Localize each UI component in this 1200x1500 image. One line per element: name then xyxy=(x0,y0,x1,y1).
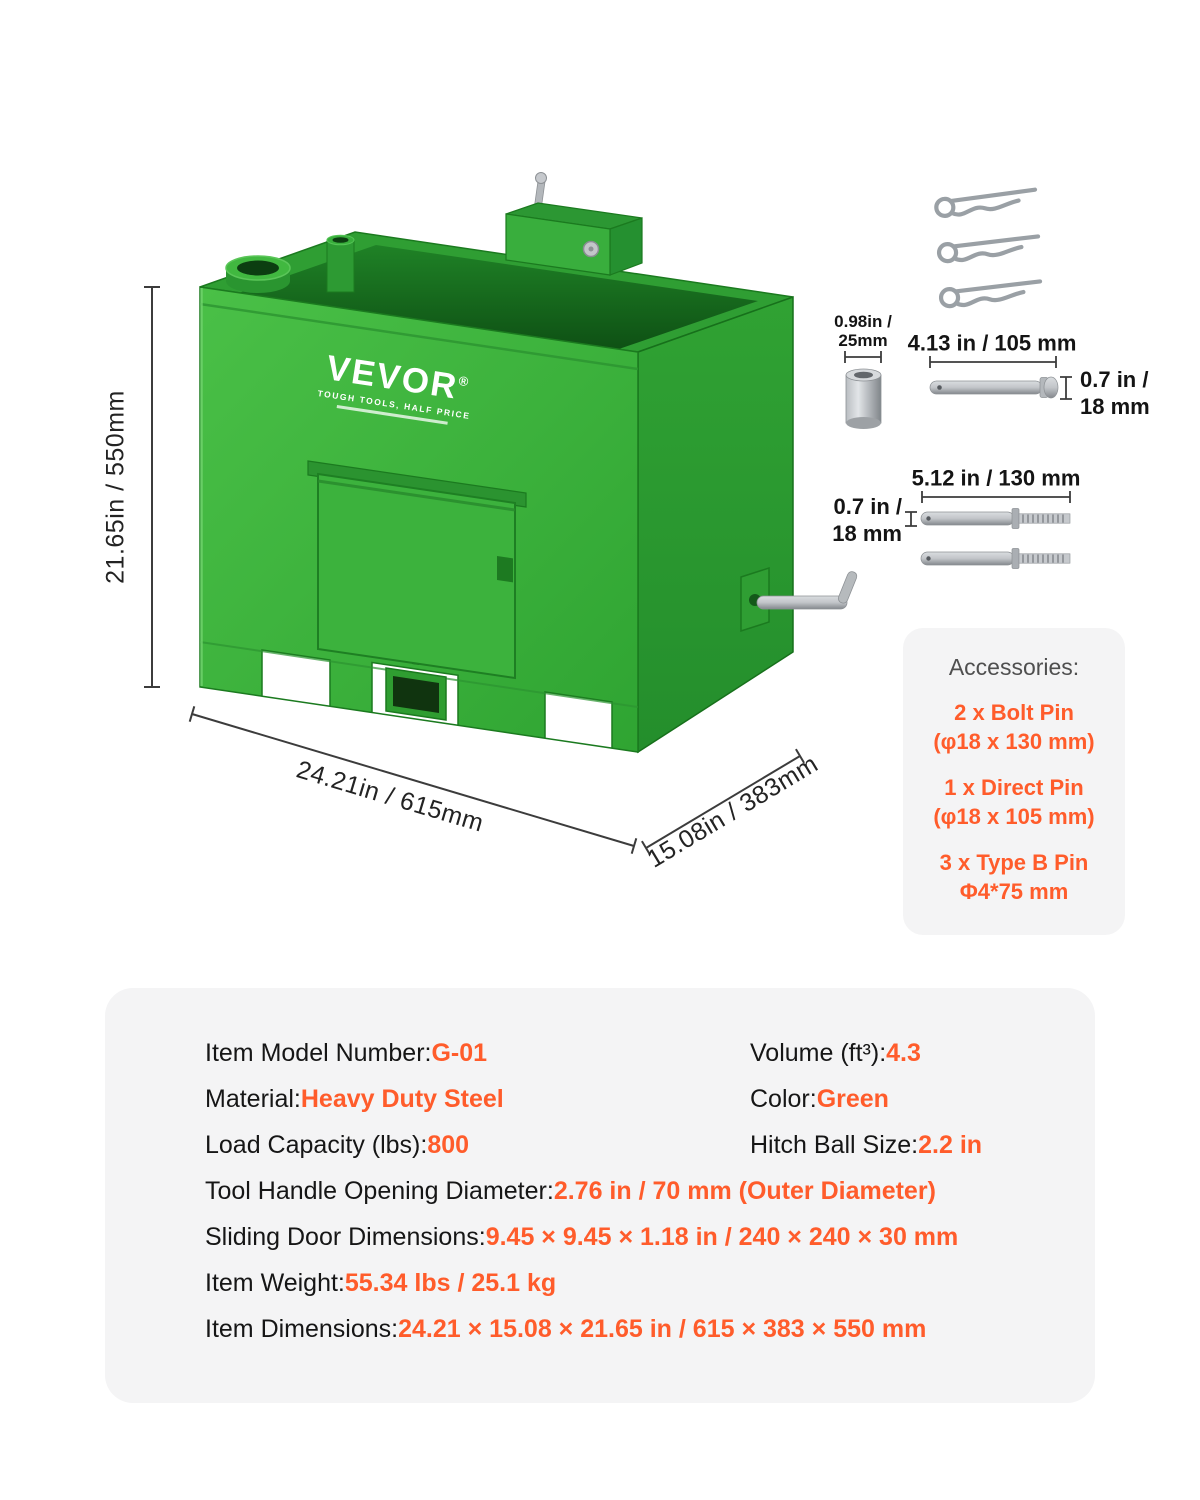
accessory-item: 2 x Bolt Pin (φ18 x 130 mm) xyxy=(903,698,1125,756)
spec-value: Heavy Duty Steel xyxy=(300,1084,504,1113)
ballast-box-illustration xyxy=(199,172,858,754)
spec-label: Item Dimensions: xyxy=(205,1314,399,1343)
spec-value: 55.34 lbs / 25.1 kg xyxy=(344,1268,557,1297)
spec-row: Hitch Ball Size: 2.2 in xyxy=(750,1122,1055,1168)
registered-mark: ® xyxy=(457,373,472,390)
sleeve-bushing-illustration xyxy=(845,368,882,429)
box-side-face xyxy=(637,295,794,754)
box-cavity xyxy=(230,245,758,350)
width-dimension-label: 24.21in / 615mm xyxy=(293,755,487,838)
depth-dimension-label: 15.08in / 383mm xyxy=(642,749,823,874)
spec-label: Color: xyxy=(750,1084,817,1113)
spec-row: Item Dimensions: 24.21 × 15.08 × 21.65 i… xyxy=(205,1306,1055,1352)
accessory-item: 1 x Direct Pin (φ18 x 105 mm) xyxy=(903,773,1125,831)
top-link-bracket xyxy=(505,172,643,276)
spec-label: Material: xyxy=(205,1084,301,1113)
box-top-rim xyxy=(199,231,794,353)
height-dimension-label: 21.65in / 550mm xyxy=(101,390,130,584)
spec-value: G-01 xyxy=(431,1038,488,1067)
direct-pin-diameter-label: 0.7 in / 18 mm xyxy=(1080,367,1150,419)
accessory-name: 1 x Direct Pin xyxy=(944,775,1084,800)
type-b-pin-icon xyxy=(941,281,1041,306)
hitch-receiver xyxy=(385,648,447,721)
spec-value: 24.21 × 15.08 × 21.65 in / 615 × 383 × 5… xyxy=(398,1314,927,1343)
type-b-pin-icon xyxy=(936,190,1036,217)
height-dimension-line xyxy=(144,286,160,688)
accessories-card: Accessories: 2 x Bolt Pin (φ18 x 130 mm)… xyxy=(903,628,1125,935)
vevor-logo: VEVOR® TOUGH TOOLS, HALF PRICE xyxy=(316,343,478,428)
spec-value: 800 xyxy=(427,1130,470,1159)
accessory-name: 2 x Bolt Pin xyxy=(954,700,1074,725)
spec-label: Tool Handle Opening Diameter: xyxy=(205,1176,554,1205)
accessory-item: 3 x Type B Pin Φ4*75 mm xyxy=(903,848,1125,906)
spec-value: 4.3 xyxy=(886,1038,921,1067)
accessories-title: Accessories: xyxy=(948,654,1080,680)
spec-value: 2.76 in / 70 mm (Outer Diameter) xyxy=(553,1176,936,1205)
spec-label: Load Capacity (lbs): xyxy=(205,1130,428,1159)
specs-grid: Item Model Number: G-01 Volume (ft³): 4.… xyxy=(205,1030,1055,1168)
spec-row: Item Weight: 55.34 lbs / 25.1 kg xyxy=(205,1260,1055,1306)
spec-value: Green xyxy=(816,1084,889,1113)
accessory-name: 3 x Type B Pin xyxy=(939,850,1089,875)
spec-row: Color: Green xyxy=(750,1076,1055,1122)
spec-label: Item Model Number: xyxy=(205,1038,432,1067)
spec-value: 9.45 × 9.45 × 1.18 in / 240 × 240 × 30 m… xyxy=(485,1222,959,1251)
bolt-pin-illustration xyxy=(920,547,1071,570)
spec-row: Sliding Door Dimensions: 9.45 × 9.45 × 1… xyxy=(205,1214,1055,1260)
spec-value: 2.2 in xyxy=(918,1130,983,1159)
specs-panel: Item Model Number: G-01 Volume (ft³): 4.… xyxy=(105,988,1095,1403)
accessory-spec: Φ4*75 mm xyxy=(959,879,1069,904)
inner-tube xyxy=(326,234,355,293)
spec-row: Item Model Number: G-01 xyxy=(205,1030,750,1076)
bolt-pin-diameter-label: 0.7 in / 18 mm xyxy=(832,494,902,546)
bolt-pin-length-label: 5.12 in / 130 mm xyxy=(911,465,1081,491)
door-handle xyxy=(497,556,513,583)
accessory-spec: (φ18 x 130 mm) xyxy=(933,729,1095,754)
spec-row: Volume (ft³): 4.3 xyxy=(750,1030,1055,1076)
tool-handle-opening xyxy=(225,255,291,293)
spec-label: Sliding Door Dimensions: xyxy=(205,1222,486,1251)
spec-row: Material: Heavy Duty Steel xyxy=(205,1076,750,1122)
width-dimension-line xyxy=(188,706,638,854)
direct-pin-length-label: 4.13 in / 105 mm xyxy=(907,330,1077,356)
type-b-pin-icon xyxy=(939,236,1039,261)
spec-label: Item Weight: xyxy=(205,1268,345,1297)
sleeve-dimension-label: 0.98in / 25mm xyxy=(834,312,892,350)
side-hitch-pin xyxy=(740,566,858,633)
spec-label: Volume (ft³): xyxy=(750,1038,887,1067)
top-link-pin xyxy=(582,240,600,258)
direct-pin-illustration xyxy=(929,376,1059,399)
accessory-spec: (φ18 x 105 mm) xyxy=(933,804,1095,829)
spec-row: Load Capacity (lbs): 800 xyxy=(205,1122,750,1168)
sliding-door xyxy=(307,460,527,680)
spec-label: Hitch Ball Size: xyxy=(750,1130,919,1159)
spec-row: Tool Handle Opening Diameter: 2.76 in / … xyxy=(205,1168,1055,1214)
bolt-pin-illustration xyxy=(920,507,1071,530)
